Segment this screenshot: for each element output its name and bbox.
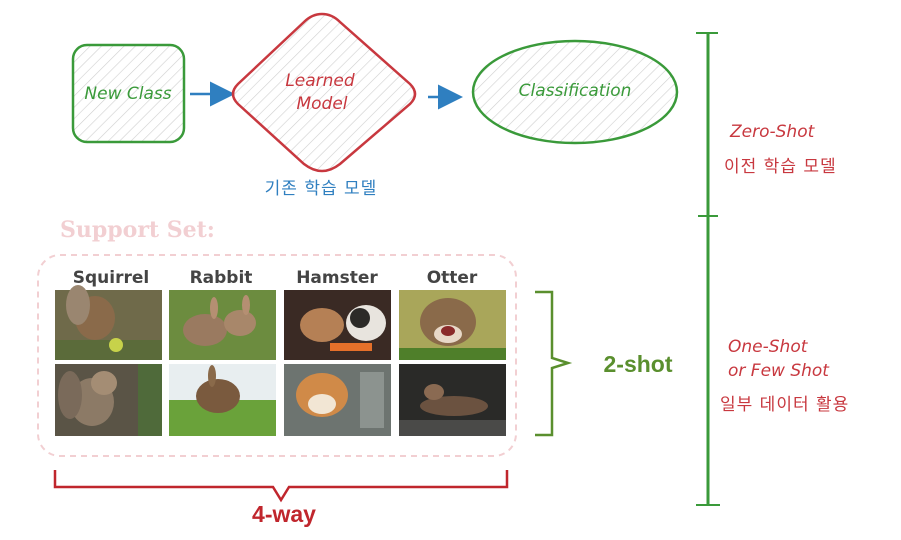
two-shot-label: 2-shot	[604, 351, 673, 377]
few-shot-title-line2: or Few Shot	[728, 361, 830, 381]
new-class-label: New Class	[84, 84, 171, 104]
hamster-photo-1	[284, 290, 391, 360]
column-label-squirrel: Squirrel	[73, 268, 149, 288]
zero-shot-desc: 이전 학습 모델	[724, 157, 837, 177]
two-shot-brace	[535, 292, 568, 435]
classification-label: Classification	[519, 81, 632, 101]
few-shot-title-line1: One-Shot	[728, 337, 809, 357]
column-label-hamster: Hamster	[296, 268, 378, 288]
four-way-brace	[55, 470, 507, 500]
otter-photo-2	[399, 364, 506, 436]
rabbit-photo-2	[169, 364, 276, 436]
learned-model-node: Learned Model	[233, 14, 415, 171]
shot-scale	[696, 33, 720, 505]
four-way-label: 4-way	[252, 501, 316, 527]
existing-model-caption: 기존 학습 모델	[265, 179, 378, 199]
learned-model-label-line2: Model	[296, 94, 347, 114]
zero-shot-title: Zero-Shot	[729, 122, 816, 142]
otter-photo-1	[399, 290, 506, 360]
few-shot-desc: 일부 데이터 활용	[720, 395, 849, 415]
column-label-otter: Otter	[427, 268, 478, 288]
learned-model-label-line1: Learned	[285, 71, 355, 91]
column-label-rabbit: Rabbit	[190, 268, 253, 288]
classification-node: Classification	[473, 41, 677, 143]
new-class-node: New Class	[73, 45, 184, 142]
squirrel-photo-2	[55, 364, 162, 436]
squirrel-photo-1	[55, 285, 162, 360]
hamster-photo-2	[284, 364, 391, 436]
support-set-title: Support Set:	[60, 217, 215, 243]
rabbit-photo-1	[169, 290, 276, 360]
